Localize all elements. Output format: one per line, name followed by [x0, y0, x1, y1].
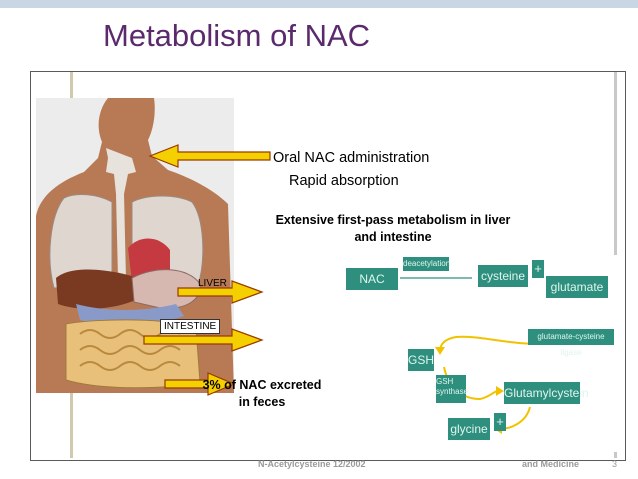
pathway-node-gsh: GSH [408, 349, 434, 371]
pathway-node-nac: NAC [346, 268, 398, 290]
pathway-plus-2: + [494, 413, 506, 431]
pathway-label-ligase: glutamate-cysteine ligase [528, 329, 614, 357]
page-number: 3 [612, 459, 618, 469]
pathway-node-glutamylcystein: Glutamylcystein [504, 382, 589, 404]
oral-administration-text: Oral NAC administration [273, 150, 430, 166]
slide-title: Metabolism of NAC [103, 18, 371, 53]
feces-excretion-text: 3% of NAC excreted in feces [202, 378, 322, 409]
liver-label: LIVER [198, 278, 227, 289]
pathway-plus-1: + [532, 260, 544, 278]
intestine-label: INTESTINE [160, 319, 221, 334]
metabolic-pathway-diagram: NAC deacetylation cysteine + glutamate g… [340, 255, 620, 452]
pathway-node-glycine: glycine [448, 418, 490, 440]
anatomy-illustration [36, 98, 234, 393]
footer-left-text: N-Acetylcysteine 12/2002 [258, 459, 366, 469]
pathway-label-deacetylation: deacetylation [403, 257, 450, 271]
footer-right-text: and Medicine [522, 459, 580, 469]
first-pass-text: Extensive first-pass metabolism in liver… [275, 213, 511, 244]
pathway-label-gsh-synthase: GSH synthase [436, 375, 468, 403]
pathway-node-cysteine: cysteine [478, 265, 528, 287]
rapid-absorption-text: Rapid absorption [289, 173, 399, 189]
top-decor-bar [0, 0, 638, 8]
pathway-node-glutamate: glutamate [546, 276, 608, 298]
